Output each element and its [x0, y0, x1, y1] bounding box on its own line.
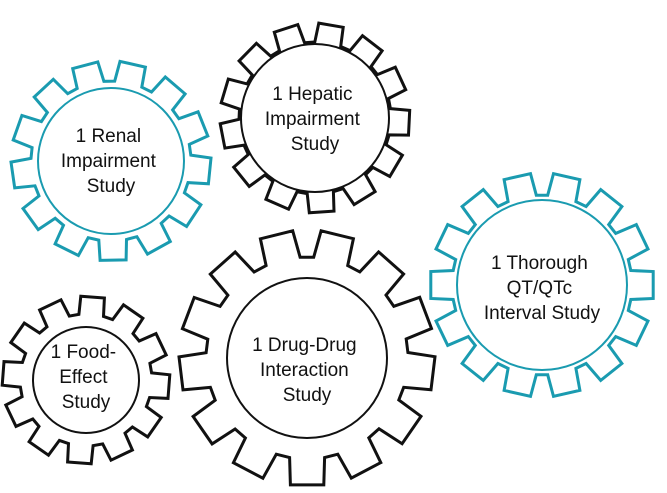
gear-food-effect-label-line-1: 1 Food-	[51, 342, 116, 363]
gear-thorough-qt-qtc: 1 Thorough QT/QTc Interval Study	[429, 171, 655, 399]
gear-renal-impairment-inner-ring	[37, 87, 185, 235]
gear-hepatic-impairment-outline	[218, 21, 412, 215]
gear-thorough-qt-qtc-label: 1 Thorough QT/QTc Interval Study	[484, 253, 601, 324]
gear-renal-impairment-outline	[9, 59, 213, 262]
gear-hepatic-impairment: 1 Hepatic Impairment Study	[218, 21, 412, 215]
gear-drug-drug-interaction-label-line-2: Interaction	[260, 360, 349, 381]
gear-renal-impairment-label-line-3: Study	[87, 176, 136, 197]
gear-hepatic-impairment-label-line-1: 1 Hepatic	[272, 84, 352, 105]
gear-drug-drug-interaction-inner-ring	[226, 277, 388, 439]
gear-drug-drug-interaction-label: 1 Drug-Drug Interaction Study	[252, 335, 362, 406]
gear-drug-drug-interaction-outline	[177, 228, 437, 487]
gear-thorough-qt-qtc-inner-ring	[456, 199, 628, 371]
gear-food-effect-label-line-3: Study	[62, 392, 111, 413]
gear-drug-drug-interaction: 1 Drug-Drug Interaction Study	[177, 228, 437, 487]
gear-hepatic-impairment-inner-ring	[240, 43, 390, 193]
gear-thorough-qt-qtc-outline	[429, 171, 655, 399]
gear-renal-impairment-label: 1 Renal Impairment Study	[61, 126, 161, 197]
gear-thorough-qt-qtc-label-line-2: QT/QTc	[507, 278, 572, 299]
gear-food-effect-outline	[0, 294, 172, 466]
gear-thorough-qt-qtc-label-line-1: 1 Thorough	[491, 253, 588, 274]
gear-thorough-qt-qtc-label-line-3: Interval Study	[484, 303, 601, 324]
gear-hepatic-impairment-label: 1 Hepatic Impairment Study	[265, 84, 365, 155]
gear-hepatic-impairment-label-line-3: Study	[291, 134, 340, 155]
gear-food-effect-inner-ring	[32, 326, 140, 434]
gear-drug-drug-interaction-label-line-1: 1 Drug-Drug	[252, 335, 357, 356]
gear-drug-drug-interaction-label-line-3: Study	[283, 385, 332, 406]
gear-food-effect: 1 Food- Effect Study	[0, 294, 172, 466]
gear-renal-impairment-label-line-2: Impairment	[61, 151, 157, 172]
gear-food-effect-label-line-2: Effect	[59, 367, 108, 388]
gear-food-effect-label: 1 Food- Effect Study	[51, 342, 122, 413]
gear-renal-impairment: 1 Renal Impairment Study	[9, 59, 213, 262]
gear-renal-impairment-label-line-1: 1 Renal	[76, 126, 142, 147]
gear-hepatic-impairment-label-line-2: Impairment	[265, 109, 361, 130]
